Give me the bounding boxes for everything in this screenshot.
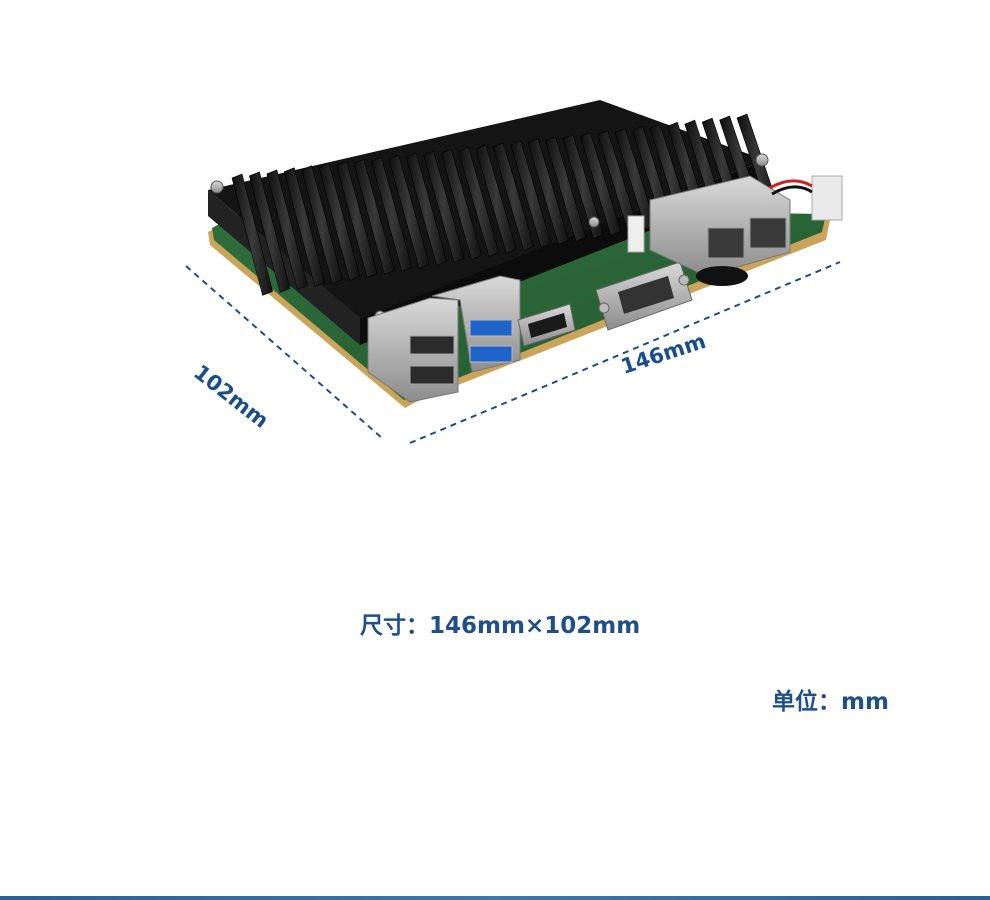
heatsink-fin <box>301 165 343 284</box>
heatsink-fin <box>249 171 291 293</box>
unit-spec-text: 单位：mm <box>772 689 889 715</box>
usb2-ports <box>367 297 459 403</box>
heatsink-fin <box>510 140 552 248</box>
screw-icon <box>588 216 600 228</box>
vga-port <box>595 261 693 331</box>
usb3-ports <box>431 275 521 373</box>
width-dimension-line <box>409 261 841 444</box>
heatsink-fin <box>579 132 622 236</box>
ethernet-port-icon <box>707 227 745 259</box>
usb-port-icon <box>409 365 455 385</box>
bottom-accent-bar <box>0 896 990 900</box>
product-photo <box>185 100 843 444</box>
screw-icon <box>210 180 224 194</box>
heatsink-fin <box>283 167 326 287</box>
heatsink-fin <box>527 138 570 245</box>
power-connector <box>769 175 843 221</box>
heatsink-fin <box>370 157 413 272</box>
hdmi-port <box>517 303 576 347</box>
battery <box>696 266 748 286</box>
heatsink-fin <box>440 148 482 260</box>
heatsink-fin <box>475 144 517 254</box>
rj45-ports <box>649 175 791 277</box>
dimension-lines <box>185 261 841 444</box>
heatsink-fin <box>492 142 535 251</box>
heatsink-fin <box>388 154 430 269</box>
heatsink-fin <box>336 161 378 278</box>
usb-port-icon <box>469 345 513 363</box>
heatsink-fin <box>545 136 587 242</box>
heatsink-fin <box>231 173 273 296</box>
heatsink-fin <box>266 169 308 290</box>
jumper-connector <box>627 215 645 253</box>
heatsink-fin <box>405 152 448 266</box>
heatsink-fin <box>318 163 361 281</box>
screw-icon <box>755 153 769 167</box>
usb-port-icon <box>469 319 513 337</box>
heatsink-fin <box>562 134 604 239</box>
ethernet-port-icon <box>749 217 787 249</box>
heatsink-fin <box>458 146 500 257</box>
size-spec-text: 尺寸：146mm×102mm <box>360 613 641 639</box>
heatsink-fin <box>423 150 465 263</box>
heatsink-fin <box>353 159 395 275</box>
usb-port-icon <box>409 335 455 355</box>
